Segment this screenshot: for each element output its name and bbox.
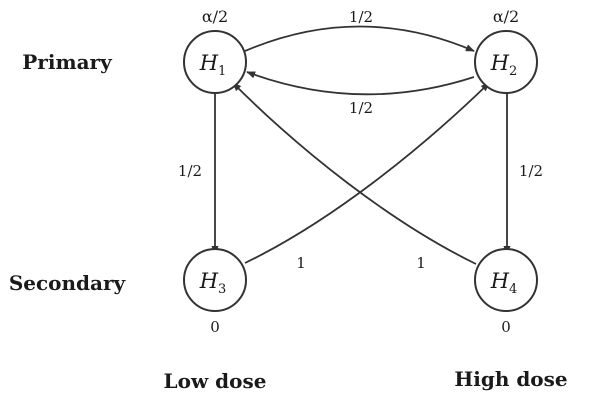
node-h3: H3 [183, 248, 247, 312]
node-h1-label: H1 [199, 51, 227, 79]
edge-h1-to-h2 [244, 25, 475, 52]
edge-weight-h1-h2: 1/2 [349, 8, 373, 26]
node-h2-label: H2 [490, 51, 518, 79]
column-label-high-dose: High dose [454, 367, 567, 391]
edge-h2-to-h1 [246, 71, 475, 96]
node-h1-initial-weight: α/2 [202, 7, 228, 26]
row-label-primary: Primary [22, 50, 113, 74]
edge-weight-h2-h4: 1/2 [519, 162, 543, 180]
edge-h3-to-h2 [244, 82, 490, 264]
edge-weight-h1-h3: 1/2 [178, 162, 202, 180]
node-h1: H1 [183, 30, 247, 94]
edge-weight-h2-h1: 1/2 [349, 99, 373, 117]
edge-weight-h3-h2: 1 [296, 254, 306, 272]
node-h3-initial-weight: 0 [210, 318, 220, 336]
node-h3-label: H3 [199, 269, 227, 297]
edge-weight-h4-h1: 1 [416, 254, 426, 272]
column-label-low-dose: Low dose [164, 369, 267, 393]
edge-h4-to-h1 [232, 82, 477, 265]
node-h2-initial-weight: α/2 [493, 7, 519, 26]
node-h4: H4 [474, 248, 538, 312]
node-h2: H2 [474, 30, 538, 94]
row-label-secondary: Secondary [9, 271, 127, 295]
node-h4-initial-weight: 0 [501, 318, 511, 336]
node-h4-label: H4 [490, 269, 518, 297]
